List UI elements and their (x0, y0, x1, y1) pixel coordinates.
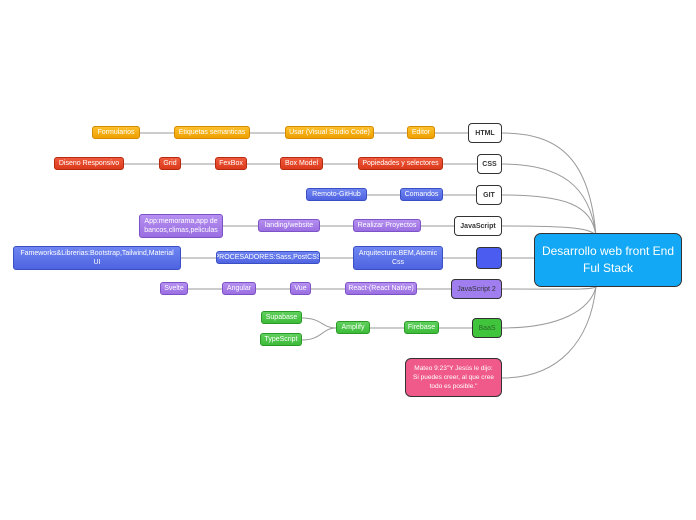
topic-comandos[interactable]: Comandos (400, 188, 443, 201)
central-topic[interactable]: Desarrollo web front End Ful Stack (534, 233, 682, 287)
category-css[interactable]: CSS (477, 154, 502, 174)
topic-propiedades-selectores[interactable]: Popiedades y selectores (358, 157, 443, 170)
category-javascript-2[interactable]: JavaScript 2 (451, 279, 502, 299)
topic-grid[interactable]: Grid (159, 157, 181, 170)
edge-central-quote (501, 286, 597, 379)
topic-visual-studio-code[interactable]: Usar (Visual Studio Code) (285, 126, 374, 139)
topic-etiquetas-semanticas[interactable]: Etiquetas semanticas (174, 126, 250, 139)
topic-formularios[interactable]: Formularios (92, 126, 140, 139)
topic-frameworks[interactable]: Fameworks&Librerias:Bootstrap,Tailwind,M… (13, 246, 181, 270)
category-html[interactable]: HTML (468, 123, 502, 143)
topic-landing-website[interactable]: landing/website (258, 219, 320, 232)
edge-central-git (501, 194, 597, 237)
topic-procesadores[interactable]: PROCESADORES:Sass,PostCSS (216, 251, 320, 264)
topic-apps[interactable]: App:memorama,app de bancos,climas,pelicu… (139, 214, 223, 238)
topic-remoto-github[interactable]: Remoto-GitHub (306, 188, 367, 201)
topic-supabase[interactable]: Supabase (261, 311, 302, 324)
topic-typescript[interactable]: TypeScript (260, 333, 302, 346)
edge-central-css (501, 163, 597, 237)
edge-central-js2 (501, 286, 597, 290)
topic-amplify[interactable]: Amplify (336, 321, 370, 334)
category-git[interactable]: GIT (476, 185, 502, 205)
topic-angular[interactable]: Angular (222, 282, 256, 295)
topic-arquitectura[interactable]: Arquitectura:BEM,Atomic Css (353, 246, 443, 270)
topic-react[interactable]: React-(React Native) (345, 282, 417, 295)
topic-editor[interactable]: Editor (407, 126, 435, 139)
edge-central-baas (501, 286, 597, 329)
topic-firebase[interactable]: Firebase (404, 321, 439, 334)
category-javascript[interactable]: JavaScript (454, 216, 502, 236)
quote-note[interactable]: Mateo 9:23"Y Jesús le dijo: Si puedes cr… (405, 358, 502, 397)
topic-box-model[interactable]: Box Model (280, 157, 323, 170)
topic-diseno-responsivo[interactable]: Diseno Responsivo (54, 157, 124, 170)
edge-central-html (501, 132, 597, 237)
topic-flexbox[interactable]: FexBox (215, 157, 247, 170)
category-baas[interactable]: BaaS (472, 318, 502, 338)
topic-realizar-proyectos[interactable]: Realizar Proyectos (353, 219, 421, 232)
topic-vue[interactable]: Vue (290, 282, 311, 295)
category-css-advanced[interactable]: CSS (476, 247, 502, 269)
topic-svelte[interactable]: Svelte (160, 282, 188, 295)
